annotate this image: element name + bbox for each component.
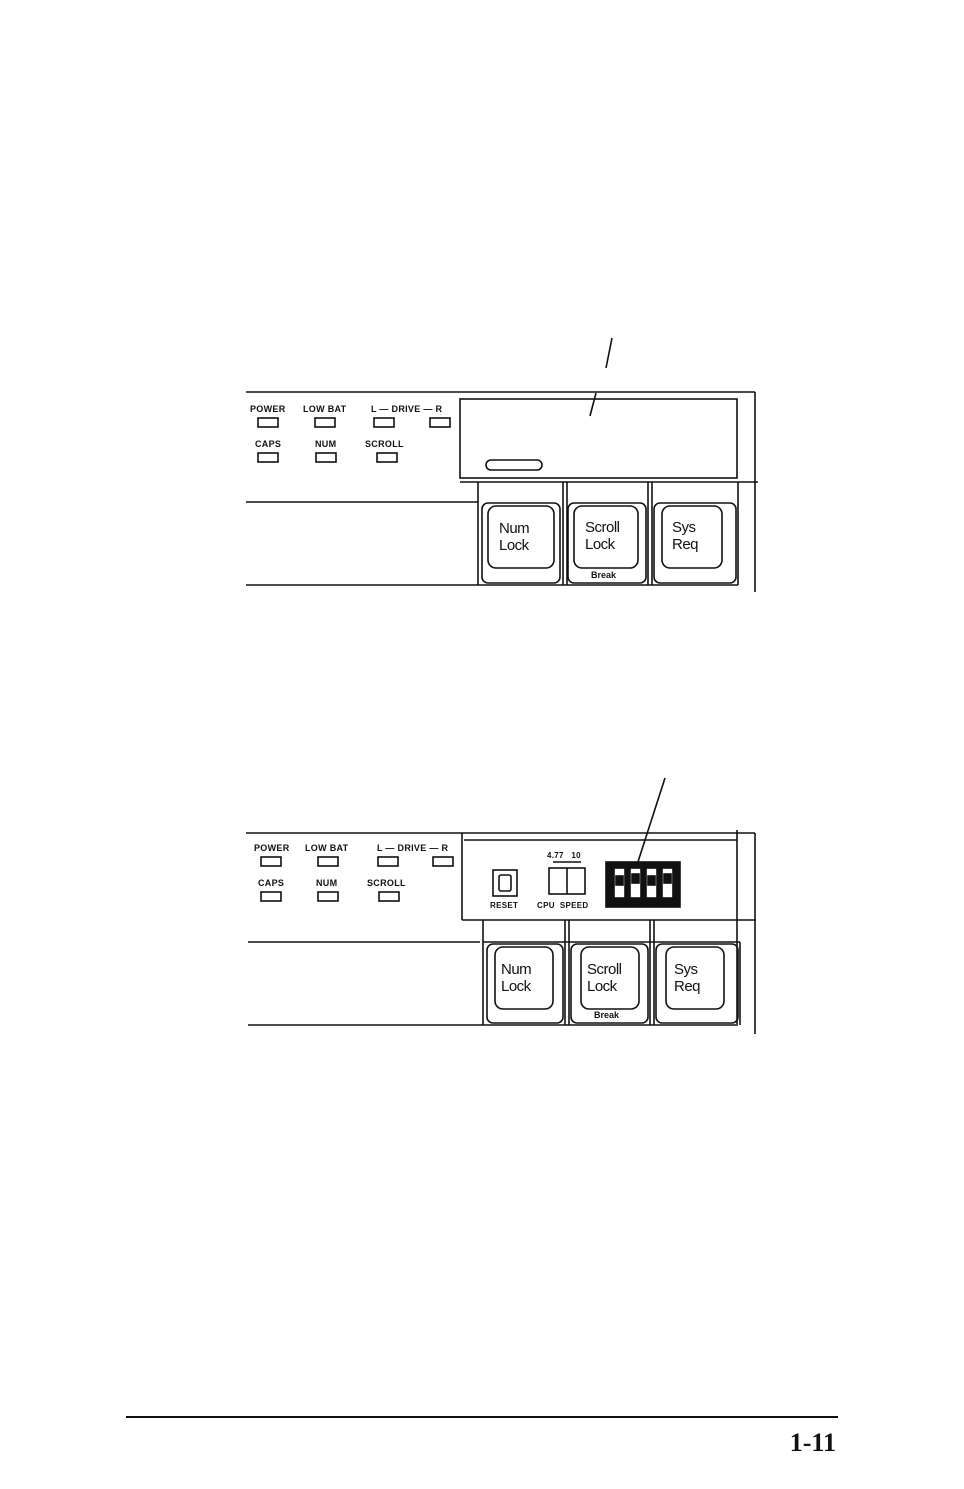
caps-label: CAPS bbox=[258, 878, 284, 888]
low-bat-label: LOW BAT bbox=[305, 843, 348, 853]
power-label: POWER bbox=[254, 843, 290, 853]
low-bat-led bbox=[318, 857, 338, 866]
reset-label: RESET bbox=[490, 901, 518, 910]
caps-led bbox=[261, 892, 281, 901]
num-lock-key-label: Num Lock bbox=[501, 961, 531, 995]
num-label: NUM bbox=[316, 878, 337, 888]
cpu-speed-values: 4.77 10 bbox=[547, 851, 581, 860]
power-led bbox=[261, 857, 281, 866]
cpu-speed-label: CPU SPEED bbox=[537, 901, 588, 910]
scroll-lock-key-label: Scroll Lock bbox=[587, 961, 622, 995]
reset-button bbox=[493, 870, 517, 896]
drive-right-led bbox=[433, 857, 453, 866]
num-led bbox=[318, 892, 338, 901]
scroll-led bbox=[379, 892, 399, 901]
break-label: Break bbox=[594, 1010, 619, 1020]
drive-label: L — DRIVE — R bbox=[377, 843, 448, 853]
scroll-label: SCROLL bbox=[367, 878, 406, 888]
callout-line bbox=[636, 778, 665, 868]
drive-left-led bbox=[378, 857, 398, 866]
page-number: 1-11 bbox=[790, 1428, 836, 1458]
footer-rule bbox=[126, 1416, 838, 1418]
sys-req-key-label: Sys Req bbox=[674, 961, 700, 995]
